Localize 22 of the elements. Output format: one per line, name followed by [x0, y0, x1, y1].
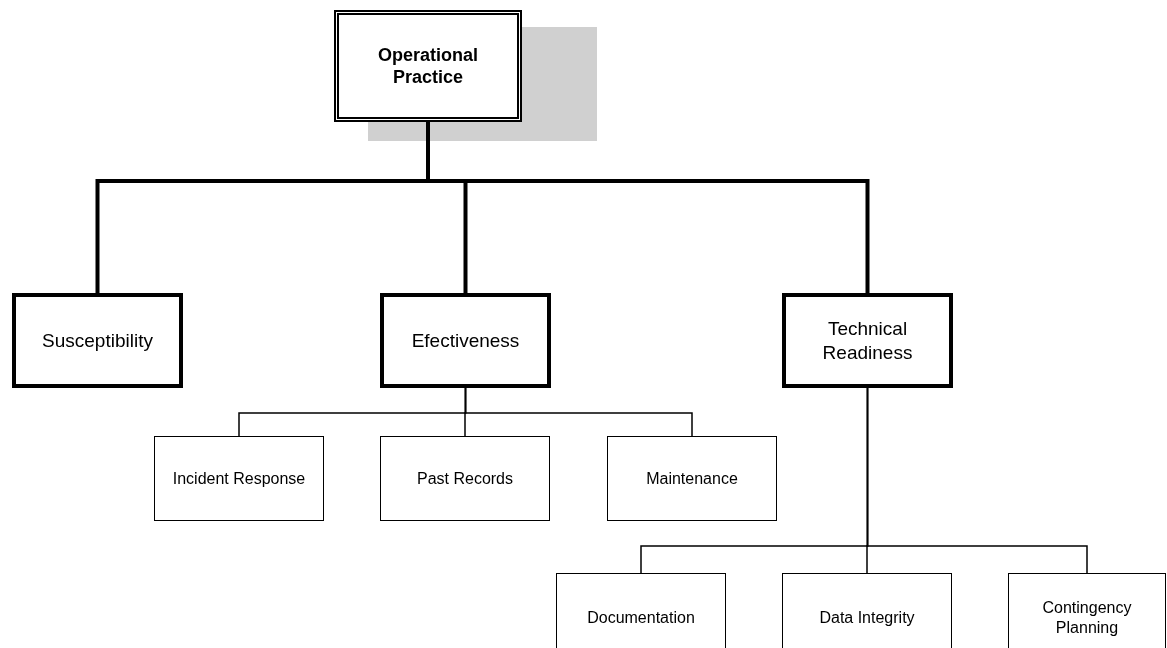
process-box — [12, 293, 183, 388]
process-box — [154, 436, 324, 521]
process-box — [380, 436, 550, 521]
process-box — [607, 436, 777, 521]
process-box — [334, 10, 522, 122]
box-label: Maintenance — [646, 468, 738, 489]
box-label: Data Integrity — [819, 608, 915, 628]
box-label: Susceptibility — [42, 328, 153, 353]
process-box — [1008, 573, 1166, 648]
connector-line — [464, 387, 693, 437]
process-box — [380, 293, 551, 388]
box-label: Contingency Planning — [1041, 598, 1133, 638]
process-box — [782, 293, 953, 388]
box-label: Operational Practice — [377, 43, 479, 89]
box-label: Technical Readiness — [821, 316, 914, 365]
box-label: Incident Response — [172, 468, 306, 489]
process-box — [556, 573, 726, 648]
box-label: Efectiveness — [411, 328, 520, 353]
box-label: Past Records — [416, 468, 513, 489]
connector-line — [866, 387, 1088, 574]
process-box — [782, 573, 952, 648]
box-label: Documentation — [587, 608, 695, 628]
